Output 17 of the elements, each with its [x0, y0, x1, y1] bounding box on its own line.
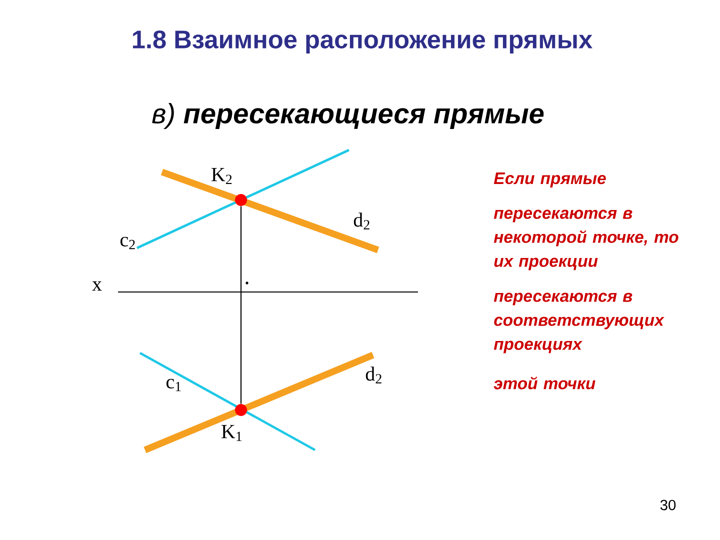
page-number: 30: [660, 500, 676, 510]
note-text: Если прямые: [494, 172, 606, 188]
note-text: пересекаются в соответствующих проекциях: [494, 292, 664, 354]
line-label: d$_{2}$: [354, 212, 370, 230]
connection-line: [240, 206, 242, 404]
subtitle: в) пересекающиеся прямые: [152, 102, 544, 130]
point-label: K$_{1}$: [222, 425, 242, 441]
point-label: K$_{2}$: [212, 168, 232, 184]
line-label: c$_{2}$: [120, 236, 135, 250]
intersection-point: [235, 194, 247, 206]
intersection-point: [235, 404, 247, 416]
line-label: c$_{1}$: [166, 378, 181, 392]
note-text: этой точки: [494, 376, 596, 390]
line-label: d$_{2}$: [366, 366, 382, 384]
title: 1.8 Взаимное расположение прямых: [132, 30, 592, 54]
note-text: пересекаются в некоторой точке, то их проекции: [494, 210, 678, 270]
axis-label: x: [92, 281, 102, 291]
